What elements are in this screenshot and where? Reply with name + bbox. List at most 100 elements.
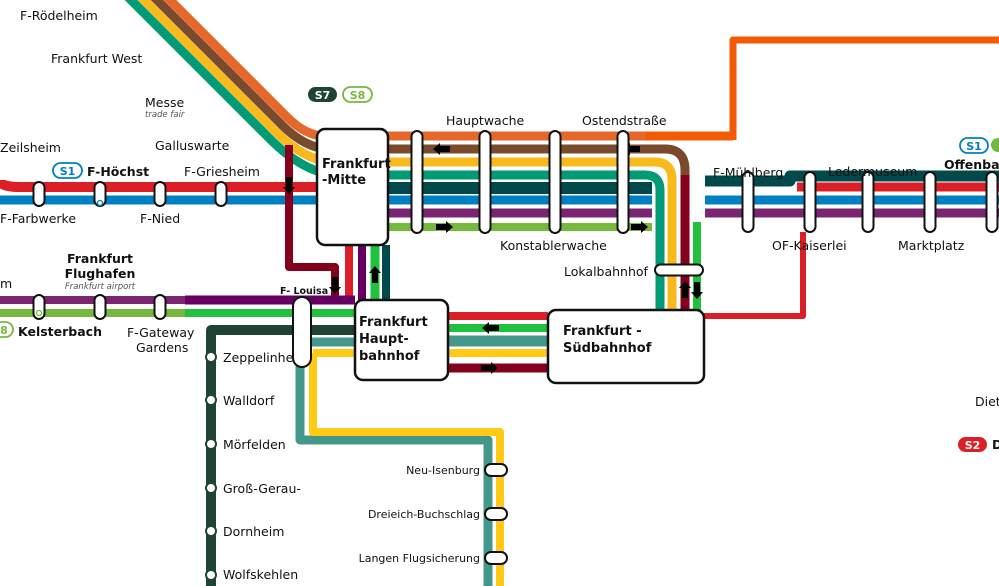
station-label[interactable]: Offenbac — [944, 157, 999, 172]
station-label[interactable]: Langen Flugsicherung — [359, 552, 480, 565]
station-label[interactable]: F-Nied — [140, 211, 180, 226]
station-label[interactable]: Lokalbahnhof — [564, 264, 649, 279]
station-label[interactable]: Galluswarte — [155, 138, 230, 153]
accessible-marker-icon — [96, 199, 104, 207]
hbf-label-2: Haupt- — [359, 332, 409, 347]
line-badge-s2[interactable]: S2 — [958, 437, 987, 452]
station-label[interactable]: F-Gateway — [127, 325, 195, 340]
station-dot — [205, 351, 217, 363]
station-marker — [616, 130, 630, 234]
s8-badge-partial-icon — [991, 138, 999, 152]
station-label[interactable]: Frankfurt — [67, 251, 133, 266]
direction-arrow-icon — [482, 322, 499, 334]
station-label[interactable]: Ledermuseum — [828, 164, 917, 179]
station-marker — [484, 551, 508, 565]
station-labels: F-Rödelheim Frankfurt West Messe trade f… — [0, 8, 999, 582]
direction-arrow-icon — [631, 221, 648, 233]
station-markers — [32, 130, 999, 581]
line-badge-s8[interactable]: S8 — [342, 86, 373, 103]
station-label[interactable]: Flughafen — [65, 266, 136, 281]
direction-arrow-icon — [369, 266, 381, 283]
direction-arrow-icon — [433, 143, 450, 155]
line-red-west — [0, 178, 320, 192]
station-marker-louisa — [292, 296, 312, 368]
station-marker — [861, 171, 875, 233]
station-marker — [985, 171, 999, 233]
line-badge-s1-west[interactable]: S1 — [52, 162, 83, 179]
station-label[interactable]: m — [0, 276, 12, 291]
station-dot — [205, 438, 217, 450]
station-label[interactable]: F-Rödelheim — [20, 8, 98, 23]
interchange-frankfurt-hauptbahnhof[interactable]: Frankfurt Haupt- bahnhof — [353, 298, 450, 382]
station-marker — [923, 171, 937, 233]
line-red-offenbach — [704, 232, 806, 319]
direction-arrow-icon — [679, 281, 691, 298]
direction-arrow-icon — [691, 282, 703, 299]
station-marker-lokalbahnhof — [654, 263, 704, 277]
line-brown — [150, 0, 690, 312]
station-label[interactable]: Gardens — [136, 340, 188, 355]
station-label[interactable]: Messe — [145, 95, 185, 110]
sued-label-2: Südbahnhof — [563, 341, 652, 356]
accessible-marker-icon — [35, 309, 43, 317]
station-label[interactable]: F- Louisa — [280, 286, 328, 297]
line-orange-red-east — [729, 36, 999, 140]
station-label[interactable]: Marktplatz — [898, 238, 965, 253]
direction-arrow-icon — [481, 362, 498, 374]
badge-text: S1 — [966, 140, 982, 153]
line-badge-s7[interactable]: S7 — [308, 87, 337, 102]
station-label[interactable]: Konstablerwache — [500, 238, 607, 253]
station-marker — [214, 181, 228, 207]
line-badge-s8-west[interactable]: 8 — [0, 321, 14, 338]
station-label[interactable]: OF-Kaiserlei — [772, 238, 847, 253]
station-dot — [205, 569, 217, 581]
station-marker — [93, 181, 107, 207]
station-label[interactable]: Walldorf — [223, 393, 275, 408]
direction-arrow-icon — [283, 177, 295, 194]
station-label[interactable]: Ostendstraße — [582, 113, 667, 128]
badge-text: S8 — [350, 89, 366, 102]
station-label[interactable]: Dornheim — [223, 524, 284, 539]
station-label[interactable]: F-Mühlberg — [713, 165, 783, 180]
station-label[interactable]: F-Höchst — [87, 164, 149, 179]
direction-arrow-icon — [436, 221, 453, 233]
mitte-label-1: Frankfurt — [322, 157, 391, 172]
station-marker — [741, 171, 755, 233]
station-marker — [803, 171, 817, 233]
station-label[interactable]: Diet — [975, 394, 999, 409]
station-label[interactable]: D — [992, 437, 999, 452]
station-marker — [478, 130, 492, 234]
station-dot — [205, 394, 217, 406]
badge-text: 8 — [0, 324, 8, 337]
station-label[interactable]: Kelsterbach — [18, 324, 102, 339]
station-marker — [93, 294, 107, 320]
station-label[interactable]: Mörfelden — [223, 437, 286, 452]
station-label[interactable]: Zeilsheim — [0, 140, 61, 155]
station-dot — [205, 482, 217, 494]
line-badge-s1-east[interactable]: S1 — [959, 137, 999, 154]
station-label[interactable]: Zeppelinhe — [223, 350, 294, 365]
station-marker — [484, 507, 508, 521]
station-label[interactable]: Groß-Gerau- — [223, 481, 301, 496]
station-marker — [484, 463, 508, 477]
station-dot — [205, 525, 217, 537]
hbf-label-3: bahnhof — [359, 349, 420, 364]
hbf-label-1: Frankfurt — [359, 315, 428, 330]
badge-text: S7 — [315, 89, 331, 102]
badge-text: S1 — [60, 165, 76, 178]
station-marker — [410, 130, 424, 234]
station-label[interactable]: F-Farbwerke — [0, 211, 76, 226]
station-marker — [153, 294, 167, 320]
station-label[interactable]: Dreieich-Buchschlag — [368, 508, 480, 521]
station-label[interactable]: Frankfurt West — [51, 51, 142, 66]
station-label[interactable]: F-Griesheim — [184, 164, 260, 179]
direction-arrow-icon — [329, 277, 341, 294]
station-label[interactable]: Hauptwache — [446, 113, 524, 128]
badge-text: S2 — [965, 439, 981, 452]
interchange-frankfurt-suedbahnhof[interactable]: Frankfurt - Südbahnhof — [546, 308, 706, 385]
station-label[interactable]: Neu-Isenburg — [406, 464, 480, 477]
station-label[interactable]: Wolfskehlen — [223, 567, 298, 582]
interchange-frankfurt-mitte[interactable]: Frankfurt -Mitte — [315, 127, 391, 247]
